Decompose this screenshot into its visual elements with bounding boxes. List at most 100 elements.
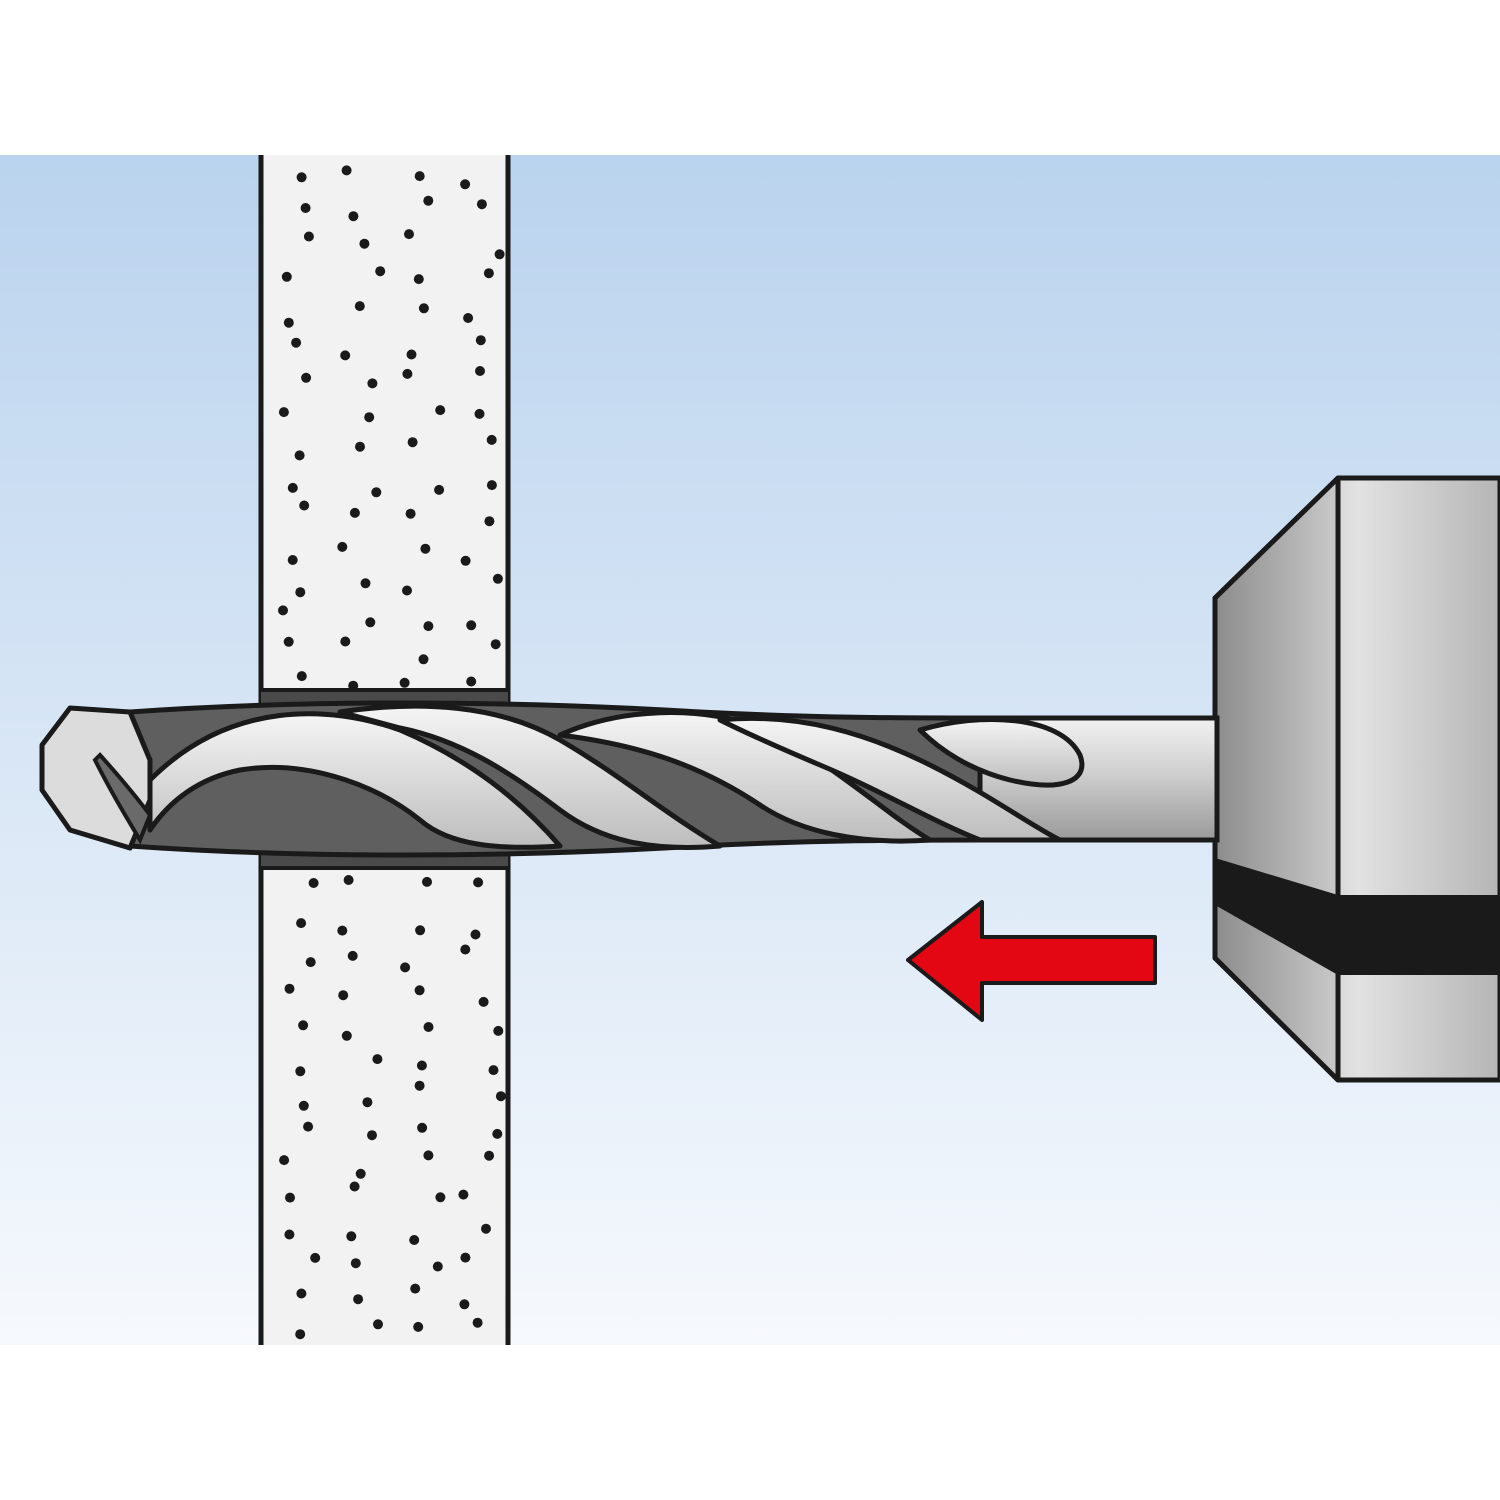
panel-dot	[414, 1080, 425, 1091]
panel-dot	[372, 1054, 383, 1065]
panel-dot	[492, 573, 503, 584]
panel-dot	[353, 1294, 364, 1305]
panel-dot	[470, 929, 481, 940]
panel-dot	[349, 1181, 360, 1192]
panel-dot	[296, 172, 307, 183]
panel-dot	[283, 317, 294, 328]
panel-dot	[434, 484, 445, 495]
panel-dot	[375, 266, 386, 277]
panel-dot	[298, 1100, 309, 1111]
drill-flute-runout	[917, 716, 1085, 788]
panel-dot	[478, 996, 489, 1007]
panel-dot	[460, 944, 471, 955]
panel-dot	[310, 1252, 321, 1263]
panel-dot	[460, 179, 471, 190]
drill-tip-cut	[92, 752, 153, 845]
chuck-black-band	[1215, 858, 1500, 975]
direction-arrow	[906, 900, 1157, 1022]
panel-dot	[371, 487, 382, 498]
panel-dot	[495, 1091, 506, 1102]
panel-dot	[354, 301, 365, 312]
panel-dot	[484, 516, 495, 527]
panel-dot	[484, 1150, 495, 1161]
panel-dot	[301, 372, 312, 383]
panel-dot	[303, 231, 314, 242]
panel-dot	[460, 1252, 471, 1263]
panel-dot	[400, 962, 411, 973]
drill-bit	[39, 700, 1220, 858]
panel-dot	[296, 1288, 307, 1299]
panel-dot	[474, 408, 485, 419]
panel-dot	[308, 878, 319, 888]
panel-dot	[281, 271, 292, 282]
panel-dot	[458, 1189, 469, 1200]
panel-dot	[486, 480, 497, 491]
panel-dot	[459, 1299, 470, 1310]
panel-dot	[278, 407, 289, 418]
panel-dot	[492, 1128, 503, 1139]
panel-dot	[279, 1155, 290, 1166]
panel-dot	[409, 1235, 420, 1245]
panel-dot	[284, 983, 295, 994]
panel-dot	[417, 1122, 428, 1133]
panel-dot	[343, 875, 354, 885]
panel-dot	[300, 203, 311, 213]
panel-dot	[360, 578, 371, 589]
panel-dot	[413, 274, 424, 285]
drill-flute-land-2	[337, 703, 723, 850]
panel-dot	[298, 1020, 309, 1031]
panel-dot	[296, 671, 307, 682]
panel-dot	[296, 918, 307, 929]
panel-dot	[373, 1319, 383, 1330]
panel-dot	[402, 368, 413, 379]
panel-texture-dots	[278, 165, 506, 1340]
panel-dot	[294, 450, 305, 461]
panel-dot	[346, 1231, 357, 1242]
panel-dot	[422, 876, 432, 887]
panel-dot	[494, 249, 505, 260]
panel-dot	[416, 1060, 427, 1071]
panel-dot	[486, 434, 497, 445]
panel-dot	[364, 412, 375, 423]
panel-dot	[475, 366, 485, 376]
panel-dot	[299, 500, 310, 511]
panel-dot	[407, 437, 418, 448]
panel-dot	[355, 441, 365, 452]
panel-dot	[481, 1223, 491, 1234]
panel-dot	[295, 587, 306, 598]
panel-dot	[278, 605, 288, 616]
panel-dot	[341, 165, 352, 176]
drill-flute-land-3	[557, 710, 933, 844]
drill-flute-land-1	[147, 711, 563, 850]
panel-dot	[414, 985, 425, 996]
panel-dot	[285, 1192, 295, 1203]
panel-dot	[405, 508, 416, 519]
panel-dot	[340, 350, 351, 361]
panel-dot	[402, 585, 412, 596]
panel-dot	[355, 1168, 366, 1179]
panel-dot	[476, 199, 487, 210]
panel-dot	[488, 1065, 499, 1076]
panel-dot	[423, 621, 434, 632]
panel-dot	[348, 211, 359, 222]
panel-dot	[337, 541, 348, 552]
panel-dot	[399, 677, 410, 688]
panel-dot	[295, 1329, 306, 1340]
panel-dot	[418, 303, 429, 314]
panel-dot	[415, 925, 426, 936]
panel-dot	[483, 268, 494, 279]
panel-dot	[341, 1030, 352, 1041]
panel-dot	[291, 337, 302, 348]
panel-dot	[410, 1283, 421, 1294]
panel-dot	[420, 543, 431, 554]
panel-dot	[423, 1022, 434, 1032]
panel-dot	[305, 957, 316, 968]
panel-dot	[359, 238, 370, 249]
panel-dot	[367, 1130, 377, 1141]
panel-dot	[466, 676, 477, 687]
panel-dot	[367, 378, 378, 389]
panel-dot	[295, 1066, 306, 1077]
panel-dot	[490, 639, 501, 650]
